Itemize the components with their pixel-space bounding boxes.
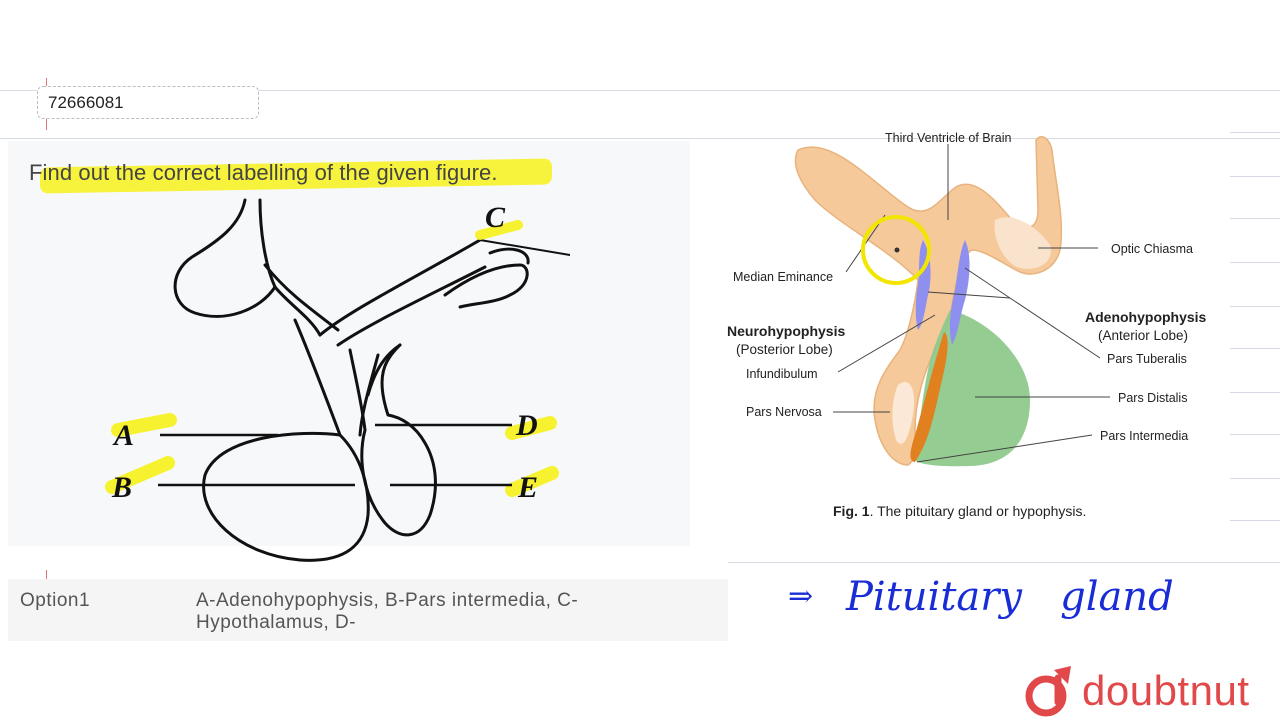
handwritten-note: ⇒ Pituitary gland — [788, 574, 1174, 620]
caption-rest: . The pituitary gland or hypophysis. — [870, 503, 1087, 519]
handwritten-text: Pituitary gland — [845, 574, 1174, 620]
label-neurohypophysis: Neurohypophysis — [727, 323, 845, 339]
ruled-line — [1230, 262, 1280, 263]
cursor-dot-icon — [894, 247, 900, 253]
question-text: Find out the correct labelling of the gi… — [29, 160, 498, 185]
ruled-line — [1230, 478, 1280, 479]
handwritten-arrow: ⇒ — [788, 579, 813, 614]
ruled-line — [728, 562, 1280, 563]
label-a: A — [112, 419, 134, 452]
label-pars-nervosa: Pars Nervosa — [746, 405, 822, 419]
ruled-line — [1230, 392, 1280, 393]
label-optic-chiasma: Optic Chiasma — [1111, 242, 1193, 256]
ruled-line — [1230, 306, 1280, 307]
label-c: C — [485, 201, 506, 234]
margin-line — [46, 570, 47, 584]
pituitary-sketch-figure: A B C D E — [105, 198, 570, 562]
label-pars-distalis: Pars Distalis — [1118, 391, 1187, 405]
pituitary-anatomy-figure: Third Ventricle of Brain Optic Chiasma M… — [727, 131, 1207, 519]
brand-name: doubtnut — [1082, 667, 1250, 714]
caption-bold: Fig. 1 — [833, 503, 870, 519]
label-infundibulum: Infundibulum — [746, 367, 818, 381]
ruled-line — [0, 90, 1280, 91]
brand-logo: doubtnut — [1024, 664, 1250, 718]
label-e: E — [517, 471, 538, 504]
option-label: Option1 — [20, 590, 91, 611]
ruled-line — [1230, 348, 1280, 349]
ruled-line — [1230, 520, 1280, 521]
label-pars-tuberalis: Pars Tuberalis — [1107, 352, 1187, 366]
ruled-line — [1230, 132, 1280, 133]
label-third-ventricle: Third Ventricle of Brain — [885, 131, 1011, 145]
cursor-ring-icon — [861, 215, 931, 285]
option-text: A-Adenohypophysis, B-Pars intermedia, C-… — [196, 590, 579, 633]
question-id: 72666081 — [37, 86, 259, 119]
label-b: B — [111, 471, 132, 504]
label-pars-intermedia: Pars Intermedia — [1100, 429, 1188, 443]
figure-caption: Fig. 1. The pituitary gland or hypophysi… — [833, 503, 1086, 519]
ruled-line — [1230, 218, 1280, 219]
doubtnut-logo-icon — [1025, 666, 1071, 717]
label-anterior-lobe: (Anterior Lobe) — [1098, 328, 1188, 343]
label-median-eminence: Median Eminance — [733, 270, 833, 284]
label-posterior-lobe: (Posterior Lobe) — [736, 342, 833, 357]
option-panel — [8, 579, 728, 641]
label-adenohypophysis: Adenohypophysis — [1085, 309, 1207, 325]
ruled-line — [1230, 176, 1280, 177]
label-d: D — [515, 409, 538, 442]
ruled-line — [0, 138, 1280, 139]
ruled-line — [1230, 434, 1280, 435]
